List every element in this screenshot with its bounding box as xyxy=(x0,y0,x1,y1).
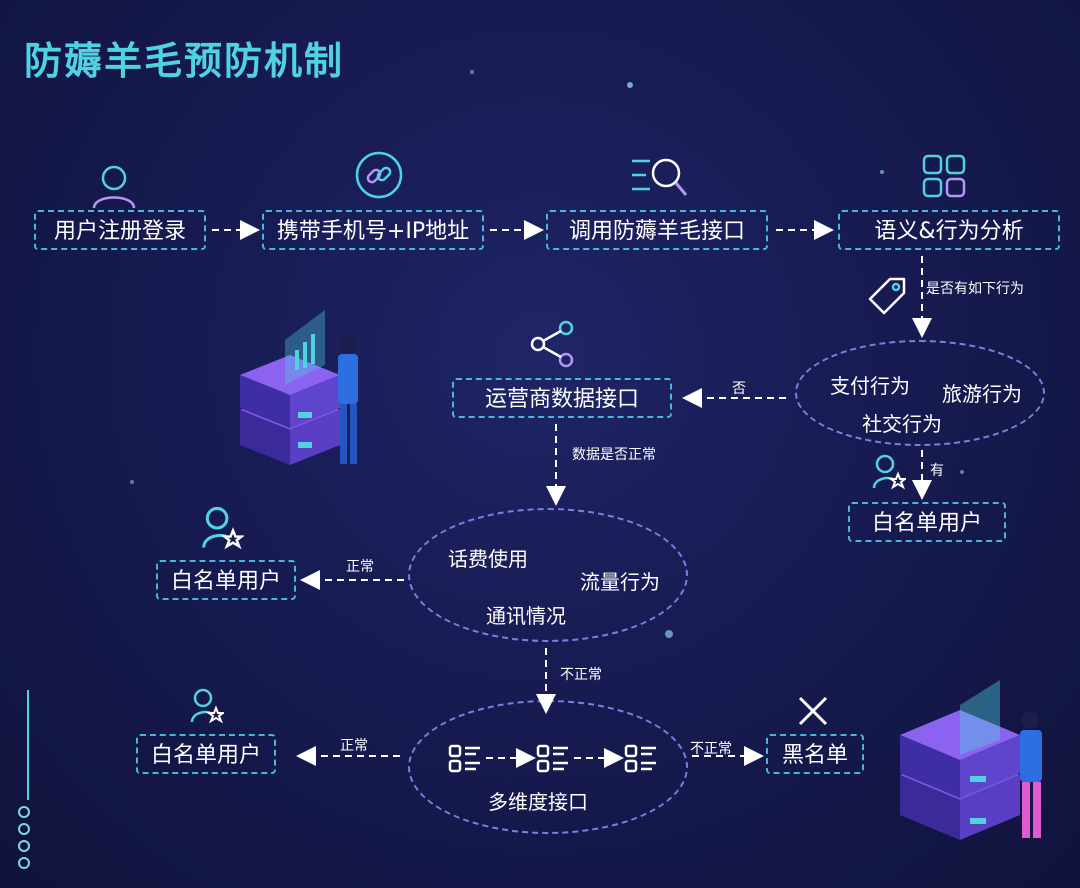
share-icon xyxy=(530,320,574,368)
sparkle xyxy=(665,630,673,638)
traffic-behavior: 流量行为 xyxy=(580,570,660,594)
normal-label-2: 正常 xyxy=(340,738,368,754)
list-grid-icon xyxy=(624,744,656,773)
abnormal-label-1: 不正常 xyxy=(560,667,602,683)
abnormal-label-2: 不正常 xyxy=(690,741,732,757)
link-icon xyxy=(355,151,403,199)
close-icon xyxy=(798,696,828,726)
operator-api-box: 运营商数据接口 xyxy=(452,378,672,418)
data-normal-question: 数据是否正常 xyxy=(572,447,656,463)
user-icon xyxy=(92,165,136,209)
list-grid-icon xyxy=(536,744,568,773)
decor-line xyxy=(27,690,29,800)
whitelist-bottom-box: 白名单用户 xyxy=(136,734,276,774)
communication: 通讯情况 xyxy=(486,604,566,628)
tag-icon xyxy=(868,277,906,315)
user-star-icon xyxy=(202,506,244,550)
call-api-box: 调用防薅羊毛接口 xyxy=(546,210,768,250)
pay-behavior: 支付行为 xyxy=(830,374,910,398)
sparkle xyxy=(960,470,964,474)
data-ellipse xyxy=(408,508,688,642)
sparkle xyxy=(880,170,884,174)
server-illustration xyxy=(240,310,358,465)
no-label: 否 xyxy=(732,381,746,397)
sparkle xyxy=(470,70,474,74)
whitelist-mid-box: 白名单用户 xyxy=(156,560,296,600)
grid-icon xyxy=(922,154,966,198)
register-box: 用户注册登录 xyxy=(34,210,206,250)
behavior-ellipse xyxy=(795,340,1045,446)
social-behavior: 社交行为 xyxy=(862,412,942,436)
sparkle xyxy=(130,480,134,484)
page-title: 防薅羊毛预防机制 xyxy=(24,39,345,83)
decor-dots xyxy=(18,806,30,874)
normal-label-1: 正常 xyxy=(346,559,374,575)
multi-dimension-label: 多维度接口 xyxy=(488,790,588,814)
travel-behavior: 旅游行为 xyxy=(942,382,1022,406)
user-star-icon xyxy=(190,688,224,724)
yes-label: 有 xyxy=(930,463,944,479)
analysis-box: 语义&行为分析 xyxy=(838,210,1060,250)
has-behavior-label: 是否有如下行为 xyxy=(926,281,1024,297)
sparkle xyxy=(627,82,633,88)
server-illustration xyxy=(900,680,1042,840)
list-grid-icon xyxy=(448,744,480,773)
whitelist-right-box: 白名单用户 xyxy=(848,502,1006,542)
search-list-icon xyxy=(632,158,688,196)
blacklist-box: 黑名单 xyxy=(766,734,864,774)
carry-phone-ip-box: 携带手机号+IP地址 xyxy=(262,210,484,250)
fee-usage: 话费使用 xyxy=(448,547,528,571)
user-star-icon xyxy=(872,454,906,490)
